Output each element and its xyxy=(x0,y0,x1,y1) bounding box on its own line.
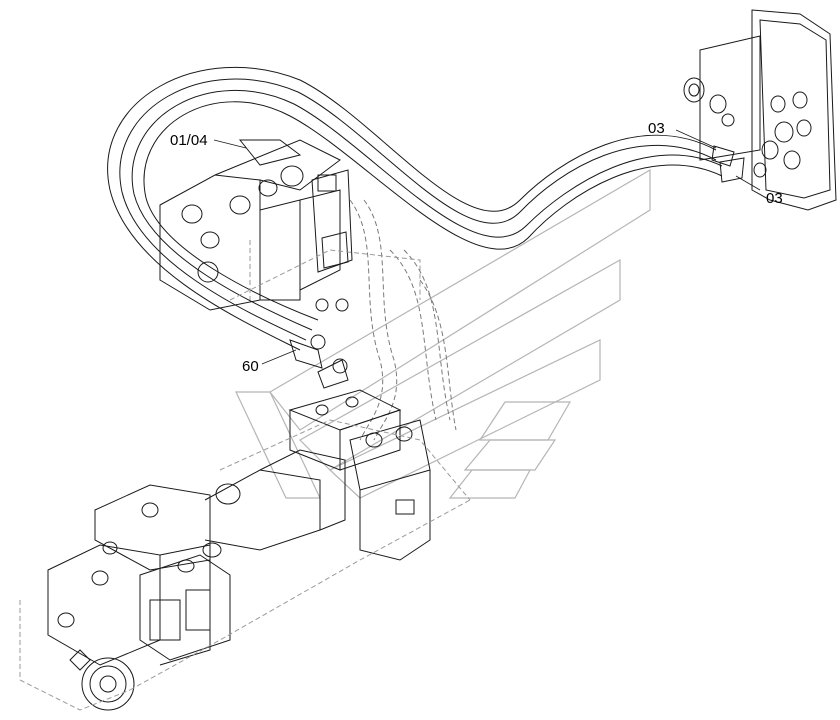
lower-valve-bank xyxy=(47,449,346,666)
callout-03-upper: 03 xyxy=(648,120,665,137)
dashed-tubes xyxy=(349,199,457,441)
ghost-outlines xyxy=(19,240,471,711)
upper-valve-block xyxy=(159,139,353,311)
callout-60: 60 xyxy=(242,358,259,375)
callout-03-lower: 03 xyxy=(766,190,783,207)
callout-01-04: 01/04 xyxy=(170,132,208,149)
watermark-chevrons xyxy=(235,168,651,499)
leader-lines xyxy=(213,129,761,365)
elbow-fittings xyxy=(289,298,349,389)
hose-loop xyxy=(107,66,745,351)
central-valve-stack xyxy=(288,389,431,561)
round-cap xyxy=(69,649,135,711)
manifold-plate xyxy=(683,9,837,211)
